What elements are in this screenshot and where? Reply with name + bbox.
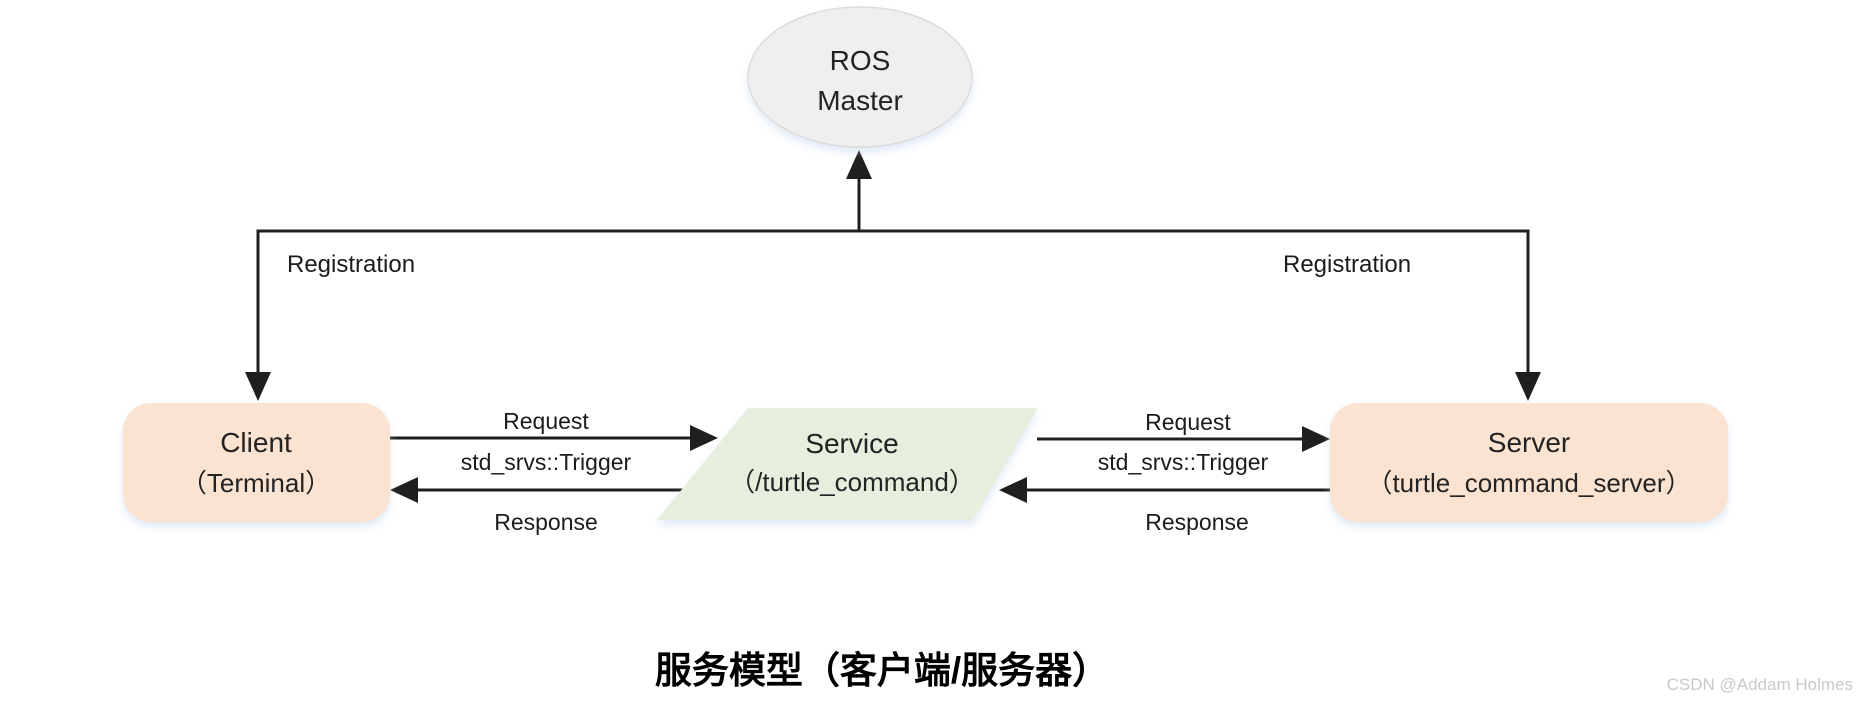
registration-left-label: Registration <box>287 251 415 278</box>
client-node <box>123 403 390 522</box>
arrow-down-left-icon <box>245 372 271 401</box>
service-label-line2: （/turtle_command） <box>729 467 975 497</box>
ros-master-node <box>747 6 973 148</box>
client-label-line1: Client <box>220 427 292 458</box>
watermark-text: CSDN @Addam Holmes <box>1667 675 1853 694</box>
arrow-right-right-pair-icon <box>1302 426 1330 452</box>
arrow-right-left-pair-icon <box>690 425 718 451</box>
server-node <box>1330 403 1728 522</box>
response-left-label: Response <box>494 509 598 535</box>
arrow-left-right-pair-icon <box>999 477 1027 503</box>
request-right-label: Request <box>1145 409 1231 435</box>
service-label-line1: Service <box>805 428 898 459</box>
client-label-line2: （Terminal） <box>181 468 331 498</box>
arrow-left-left-pair-icon <box>390 477 418 503</box>
response-right-label: Response <box>1145 509 1249 535</box>
service-node <box>657 408 1038 520</box>
request-left-label: Request <box>503 408 589 434</box>
server-label-line2: （turtle_command_server） <box>1366 468 1691 498</box>
registration-right-label: Registration <box>1283 251 1411 278</box>
diagram-caption: 服务模型（客户端/服务器） <box>655 650 1109 691</box>
ros-master-label-line1: ROS <box>830 45 891 76</box>
ros-master-label-line2: Master <box>817 85 903 116</box>
arrow-up-icon <box>846 150 872 179</box>
trigger-left-label: std_srvs::Trigger <box>461 449 632 475</box>
registration-connector-line <box>256 229 1530 374</box>
server-label-line1: Server <box>1488 427 1570 458</box>
trigger-right-label: std_srvs::Trigger <box>1098 449 1269 475</box>
arrow-down-right-icon <box>1515 372 1541 401</box>
